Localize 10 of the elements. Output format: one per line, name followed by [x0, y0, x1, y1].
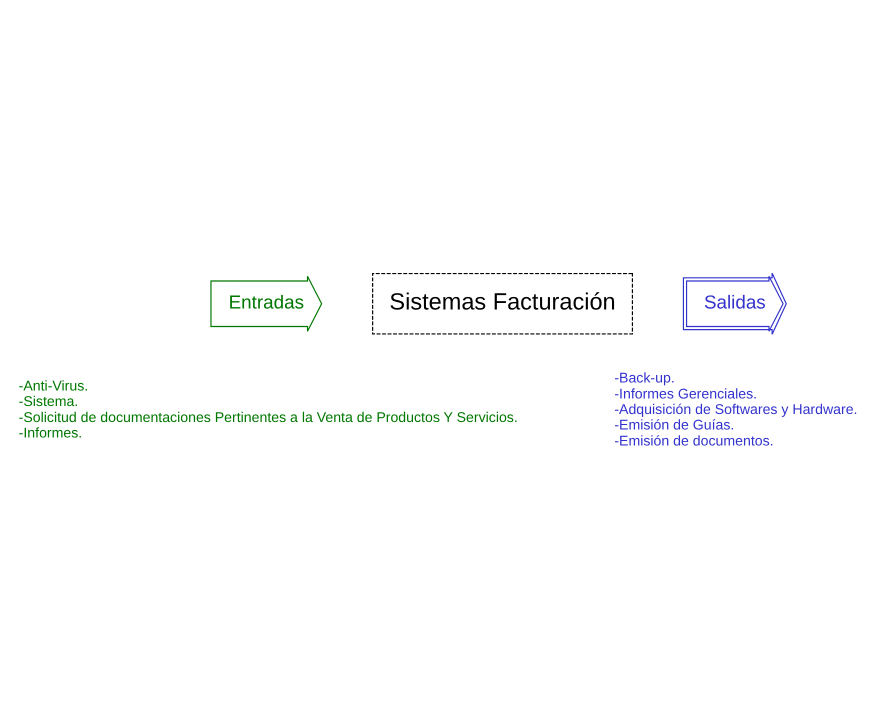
node-label: -Solicitud de documentaciones Pertinentes a la Venta de Productos Y Servicios.: [18, 408, 518, 425]
node-label: -Back-up.: [614, 370, 675, 386]
node-box: Sistemas Facturación: [372, 272, 633, 335]
node-label: -Informes.: [18, 424, 82, 440]
node-label: -Adquisición de Softwares y Hardware.: [614, 400, 858, 417]
node-label: -Anti-Virus.: [18, 377, 88, 394]
node-label: -Sistema.: [18, 393, 78, 410]
node-label: -Emisión de documentos.: [614, 432, 774, 448]
node-label: -Informes Gerenciales.: [614, 385, 758, 402]
node-label: -Emisión de Guías.: [614, 416, 734, 433]
